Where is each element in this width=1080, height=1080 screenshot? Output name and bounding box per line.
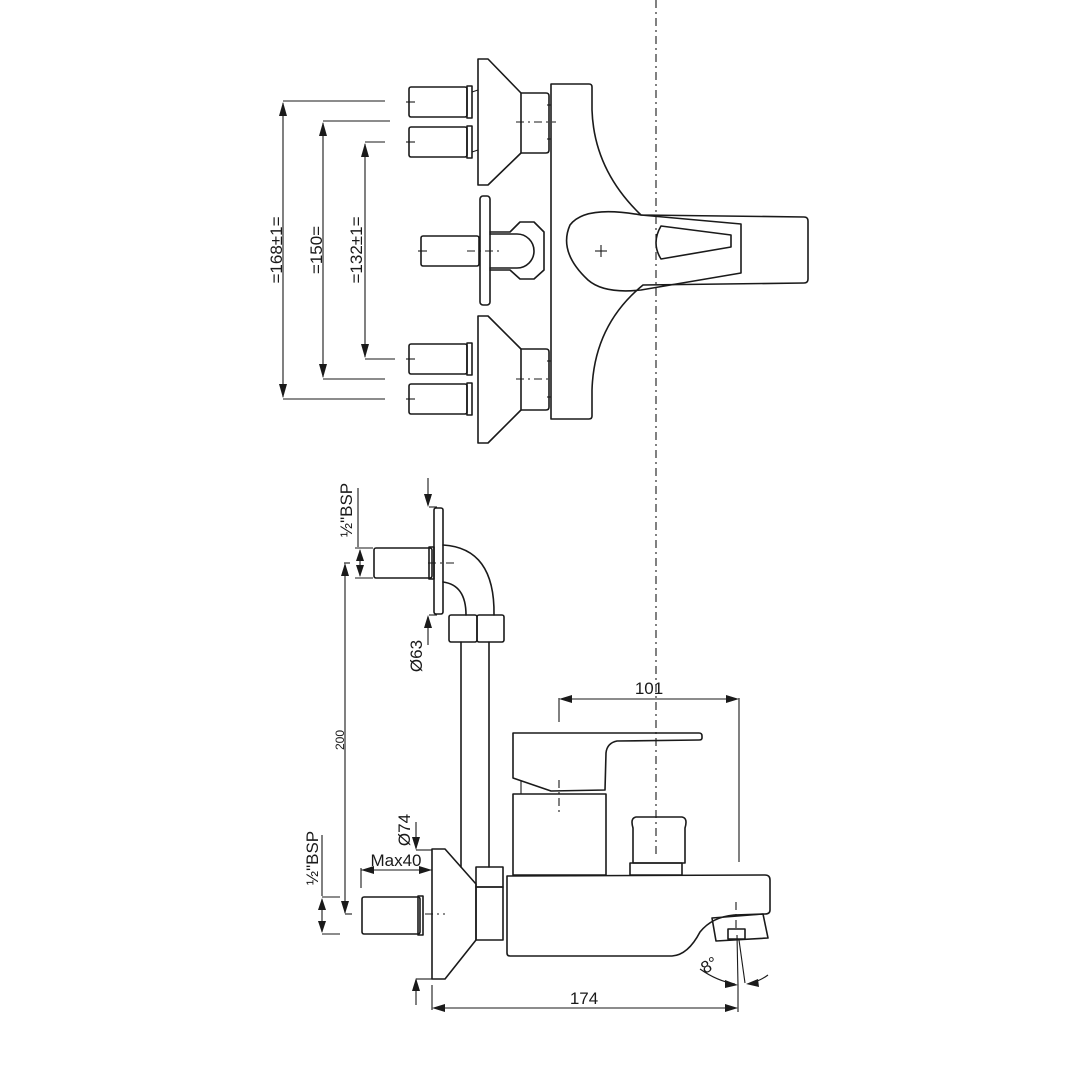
dimension-200: 200 — [333, 562, 352, 915]
lower-wall-connection — [361, 848, 504, 980]
dimension-74: Ø74 — [395, 814, 432, 1005]
dimension-168: =168±1= — [267, 100, 385, 400]
max40-label: Max40 — [370, 851, 421, 870]
flange-63-label: Ø63 — [407, 640, 426, 672]
dim-168-label: =168±1= — [267, 216, 286, 283]
lower-bsp-label: ½"BSP — [303, 831, 322, 885]
mixer-body-side: 8° — [506, 874, 771, 988]
diverter-knob — [629, 0, 687, 876]
upper-inlet-connector — [406, 58, 556, 186]
dim-132-label: =132±1= — [347, 216, 366, 283]
dimension-132: =132±1= — [347, 141, 395, 360]
shower-outlet-connector — [418, 195, 545, 306]
upper-wall-connection: Ø63 — [373, 478, 505, 868]
dimension-150: =150= — [307, 120, 390, 380]
mixer-body-top — [550, 83, 809, 420]
dimension-174: 174 — [431, 985, 739, 1012]
riser-200-label: 200 — [333, 730, 347, 750]
lower-inlet-connector — [406, 315, 552, 444]
mixer-handle-side — [512, 732, 703, 876]
flange-74-label: Ø74 — [395, 814, 414, 846]
dimension-upper-bsp: ½"BSP — [337, 483, 373, 579]
dim-150-label: =150= — [307, 226, 326, 274]
spout-angle-label: 8° — [697, 953, 721, 978]
reach-101-label: 101 — [635, 679, 663, 698]
projection-174-label: 174 — [570, 989, 598, 1008]
top-view: =168±1= =150= =132±1= — [267, 58, 809, 444]
side-view: ½"BSP Ø63 — [303, 0, 771, 1012]
dimension-lower-bsp: ½"BSP — [303, 831, 340, 935]
upper-bsp-label: ½"BSP — [337, 483, 356, 537]
dimension-101: 101 — [558, 679, 740, 862]
dimension-max40: Max40 — [360, 851, 432, 888]
